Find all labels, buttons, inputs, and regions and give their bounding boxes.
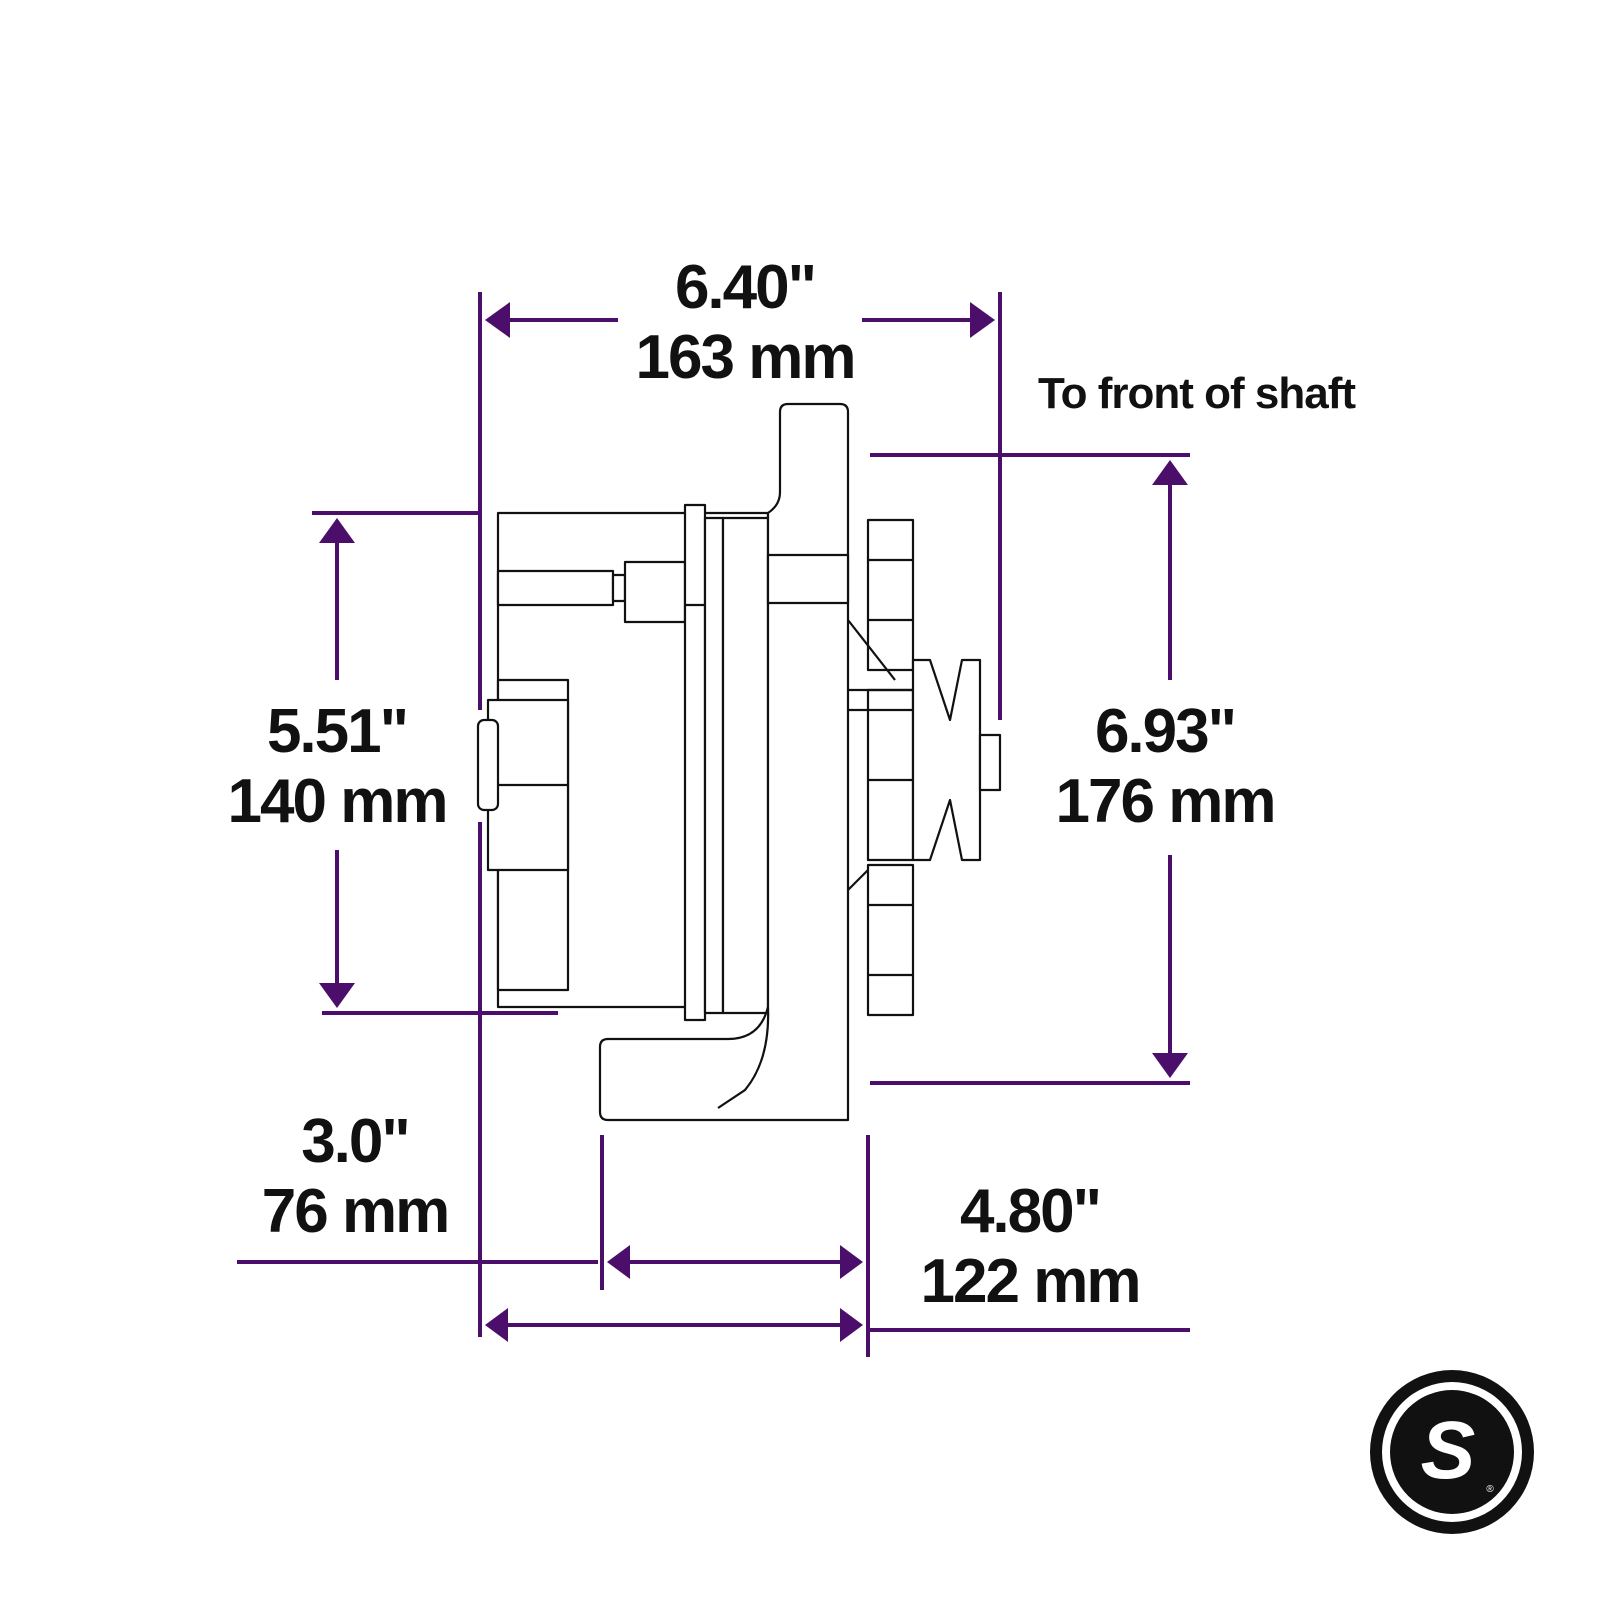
- stator-core: [721, 516, 770, 1015]
- stator-plate-2: [703, 516, 725, 1015]
- rear-to-front-face-mm: 122 mm: [921, 1247, 1140, 1316]
- rear-terminal: [476, 718, 500, 812]
- body-height-inches: 5.51": [267, 697, 407, 766]
- shaft-bore: [766, 553, 850, 605]
- dimension-labels: 6.40" 163 mm 5.51" 140 mm 6.93" 176 mm 3…: [228, 253, 1358, 1316]
- shaft-nut: [978, 733, 1002, 792]
- brand-logo: S ®: [1370, 1370, 1534, 1534]
- body-height-dimension: [312, 511, 558, 1015]
- body-height-mm: 140 mm: [228, 767, 447, 836]
- overall-length-dimension: [485, 302, 995, 338]
- overall-length-mm: 163 mm: [636, 323, 855, 392]
- dimension-lines: [237, 292, 1190, 1357]
- overall-height-dimension: [870, 453, 1190, 1085]
- rear-to-mount-dimension: [237, 1135, 870, 1357]
- rear-to-mount-mm: 76 mm: [262, 1177, 448, 1246]
- fan-hub: [866, 688, 915, 862]
- fan-lower: [866, 863, 915, 1017]
- pulley: [911, 658, 982, 862]
- overall-height-inches: 6.93": [1095, 697, 1235, 766]
- stator-plate-1: [683, 503, 707, 1022]
- rear-to-mount-inches: 3.0": [301, 1107, 409, 1176]
- stud-nut: [623, 560, 687, 624]
- fan-upper: [866, 518, 915, 672]
- rear-stud: [496, 569, 615, 607]
- rear-to-front-face-dimension: [485, 1308, 1190, 1342]
- logo-registered-mark: ®: [1486, 1484, 1494, 1495]
- overall-length-inches: 6.40": [675, 253, 815, 322]
- alternator-drawing: [476, 402, 1002, 1122]
- overall-height-mm: 176 mm: [1056, 767, 1275, 836]
- rear-to-front-face-inches: 4.80": [960, 1177, 1100, 1246]
- shaft-note: To front of shaft: [1038, 369, 1356, 418]
- logo-letter: S: [1421, 1405, 1476, 1496]
